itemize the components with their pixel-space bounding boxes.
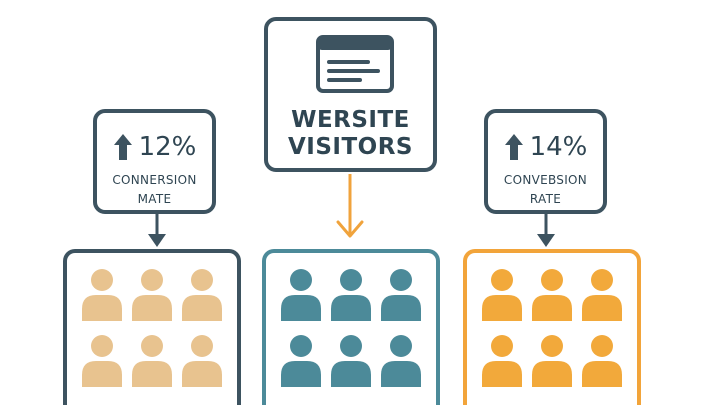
person-icon	[582, 269, 622, 321]
stat-left-label-line2: MATE	[137, 192, 172, 206]
person-icon	[281, 335, 321, 387]
browser-window-icon	[316, 35, 394, 93]
user-group-center	[262, 249, 440, 405]
stat-left-label: CONNERSION MATE	[97, 171, 212, 209]
visitors-title-line2: VISITORS	[288, 134, 413, 160]
stat-left-label-line1: CONNERSION	[112, 173, 197, 187]
website-visitors-title: WERSITE VISITORS	[268, 107, 433, 161]
person-icon	[532, 335, 572, 387]
stat-right-label-line1: CONVEBSION	[503, 173, 588, 187]
stat-right-label: CONVEBSION RATE	[488, 171, 603, 209]
person-icon	[482, 335, 522, 387]
user-group-right	[463, 249, 641, 405]
person-icon	[331, 269, 371, 321]
people-grid	[276, 267, 426, 389]
website-visitors-box: WERSITE VISITORS	[264, 17, 437, 172]
arrow-stat-left-to-group	[148, 214, 166, 247]
person-icon	[182, 335, 222, 387]
conversion-stat-right: 14% CONVEBSION RATE	[484, 109, 607, 214]
arrow-visitors-to-group	[336, 174, 364, 238]
up-arrow-icon	[113, 134, 132, 160]
person-icon	[132, 269, 172, 321]
visitors-title-line1: WERSITE	[291, 107, 410, 133]
stat-right-value: 14%	[529, 132, 588, 162]
people-grid	[77, 267, 227, 389]
user-group-left	[63, 249, 241, 405]
arrow-stat-right-to-group	[537, 214, 555, 247]
people-grid	[477, 267, 627, 389]
stat-left-value: 12%	[138, 132, 197, 162]
person-icon	[331, 335, 371, 387]
conversion-stat-left: 12% CONNERSION MATE	[93, 109, 216, 214]
person-icon	[482, 269, 522, 321]
person-icon	[82, 335, 122, 387]
person-icon	[182, 269, 222, 321]
person-icon	[381, 335, 421, 387]
person-icon	[582, 335, 622, 387]
stat-right-label-line2: RATE	[529, 192, 562, 206]
up-arrow-icon	[504, 134, 523, 160]
person-icon	[82, 269, 122, 321]
person-icon	[132, 335, 172, 387]
person-icon	[532, 269, 572, 321]
person-icon	[281, 269, 321, 321]
person-icon	[381, 269, 421, 321]
